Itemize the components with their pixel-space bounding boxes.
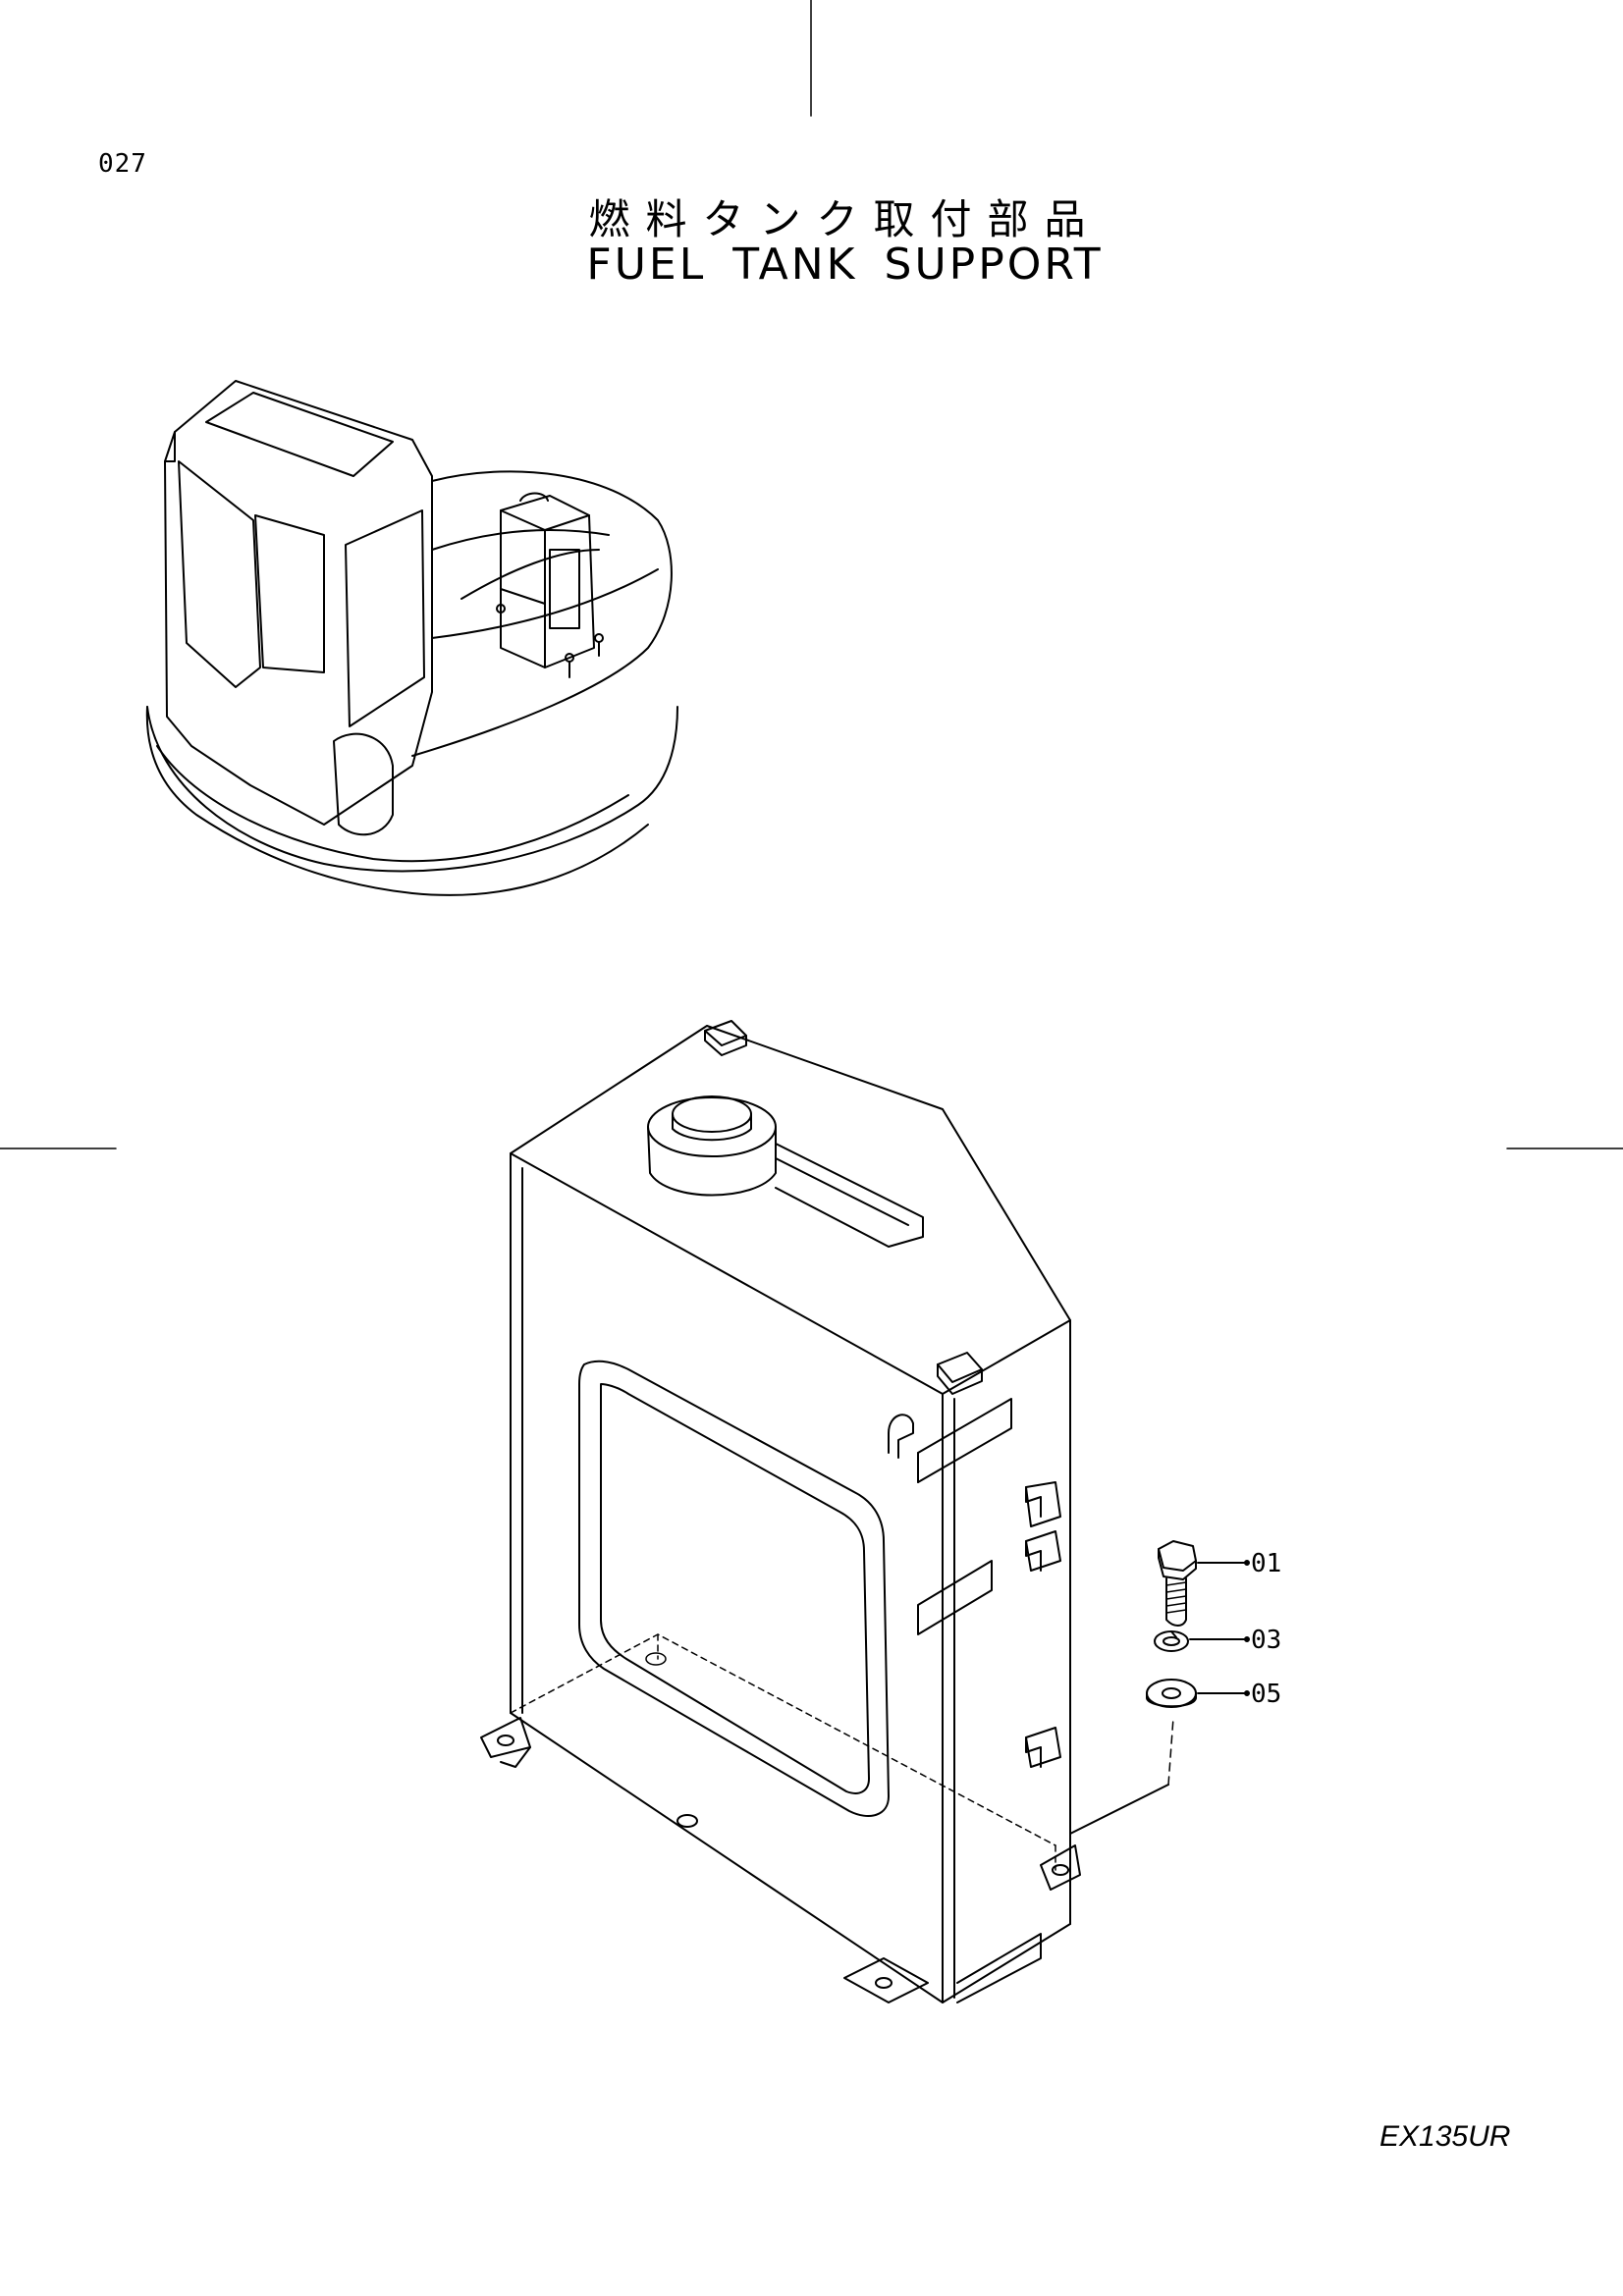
bolt-icon [1158, 1540, 1197, 1627]
fuel-tank-assembly [480, 1020, 1174, 2003]
callout-label-05: 05 [1251, 1680, 1281, 1709]
callout-labels: 01 03 05 [1251, 1549, 1281, 1709]
excavator-overview-illustration [145, 380, 678, 896]
model-code: EX135UR [1380, 2120, 1511, 2153]
callout-leaders [1189, 1560, 1250, 1696]
page-number: 027 [98, 149, 147, 179]
page-title-japanese: 燃料タンク取付部品 [588, 195, 1102, 243]
crop-marks [0, 0, 1623, 1149]
page-title-english: FUEL TANK SUPPORT [586, 240, 1104, 290]
callout-label-01: 01 [1251, 1549, 1281, 1578]
spring-washer-icon [1154, 1630, 1189, 1652]
flat-washer-icon [1146, 1679, 1197, 1708]
callout-label-03: 03 [1251, 1626, 1281, 1655]
